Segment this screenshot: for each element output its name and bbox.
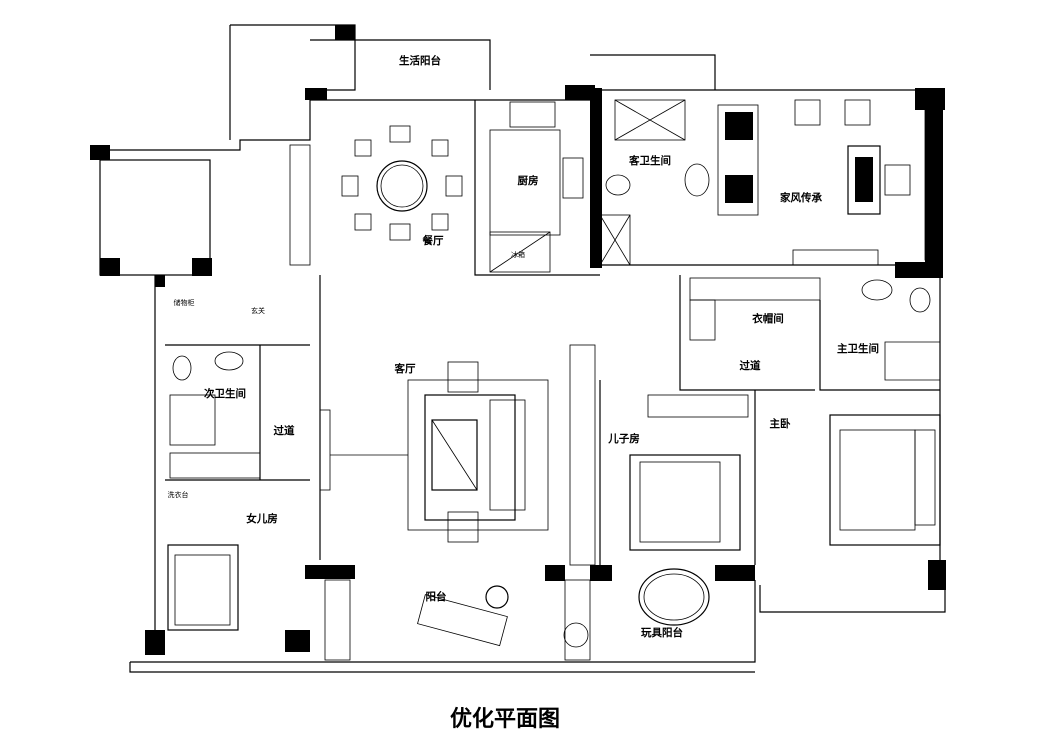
label-fridge: 冰箱 xyxy=(511,250,525,259)
study-furniture xyxy=(717,99,941,266)
kitchen-counter xyxy=(489,101,584,273)
dining-table xyxy=(341,125,463,241)
label-son-room: 儿子房 xyxy=(607,432,640,445)
fixture-labels: 储物柜 玄关 洗衣台 冰箱 书柜 xyxy=(168,175,940,499)
label-toy-balcony: 玩具阳台 xyxy=(641,626,683,639)
label-entry: 玄关 xyxy=(251,306,265,315)
plan-title: 优化平面图 xyxy=(450,706,560,732)
beds xyxy=(167,414,941,631)
label-master-bedroom: 主卧 xyxy=(770,417,791,430)
label-balcony: 阳台 xyxy=(426,590,447,603)
label-storage: 储物柜 xyxy=(174,298,195,307)
label-corridor-left: 过道 xyxy=(274,424,295,437)
walls xyxy=(90,24,946,673)
closet xyxy=(169,277,821,479)
label-bookcase: 书柜 xyxy=(925,175,939,184)
label-study: 家风传承 xyxy=(780,191,822,204)
balcony-items xyxy=(324,568,710,661)
sofa-set xyxy=(319,361,549,543)
master-bath-fixtures xyxy=(169,279,941,446)
label-guest-bath: 客卫生间 xyxy=(628,154,671,167)
label-service-balcony: 生活阳台 xyxy=(399,54,441,67)
label-daughter-room: 女儿房 xyxy=(246,512,278,525)
label-living: 客厅 xyxy=(394,362,416,375)
label-master-bath: 主卫生间 xyxy=(837,342,879,355)
label-kitchen: 厨房 xyxy=(518,174,539,187)
furniture xyxy=(167,99,941,661)
guest-bath-fixtures xyxy=(599,99,710,266)
label-corridor-right: 过道 xyxy=(740,359,761,372)
label-second-bath: 次卫生间 xyxy=(204,387,246,400)
label-walk-in-closet: 衣帽间 xyxy=(752,312,784,325)
label-dining: 餐厅 xyxy=(422,234,444,247)
room-labels: 生活阳台 餐厅 厨房 客卫生间 家风传承 衣帽间 过道 主卫生间 客厅 次卫生间… xyxy=(204,54,879,639)
label-laundry: 洗衣台 xyxy=(168,490,189,499)
